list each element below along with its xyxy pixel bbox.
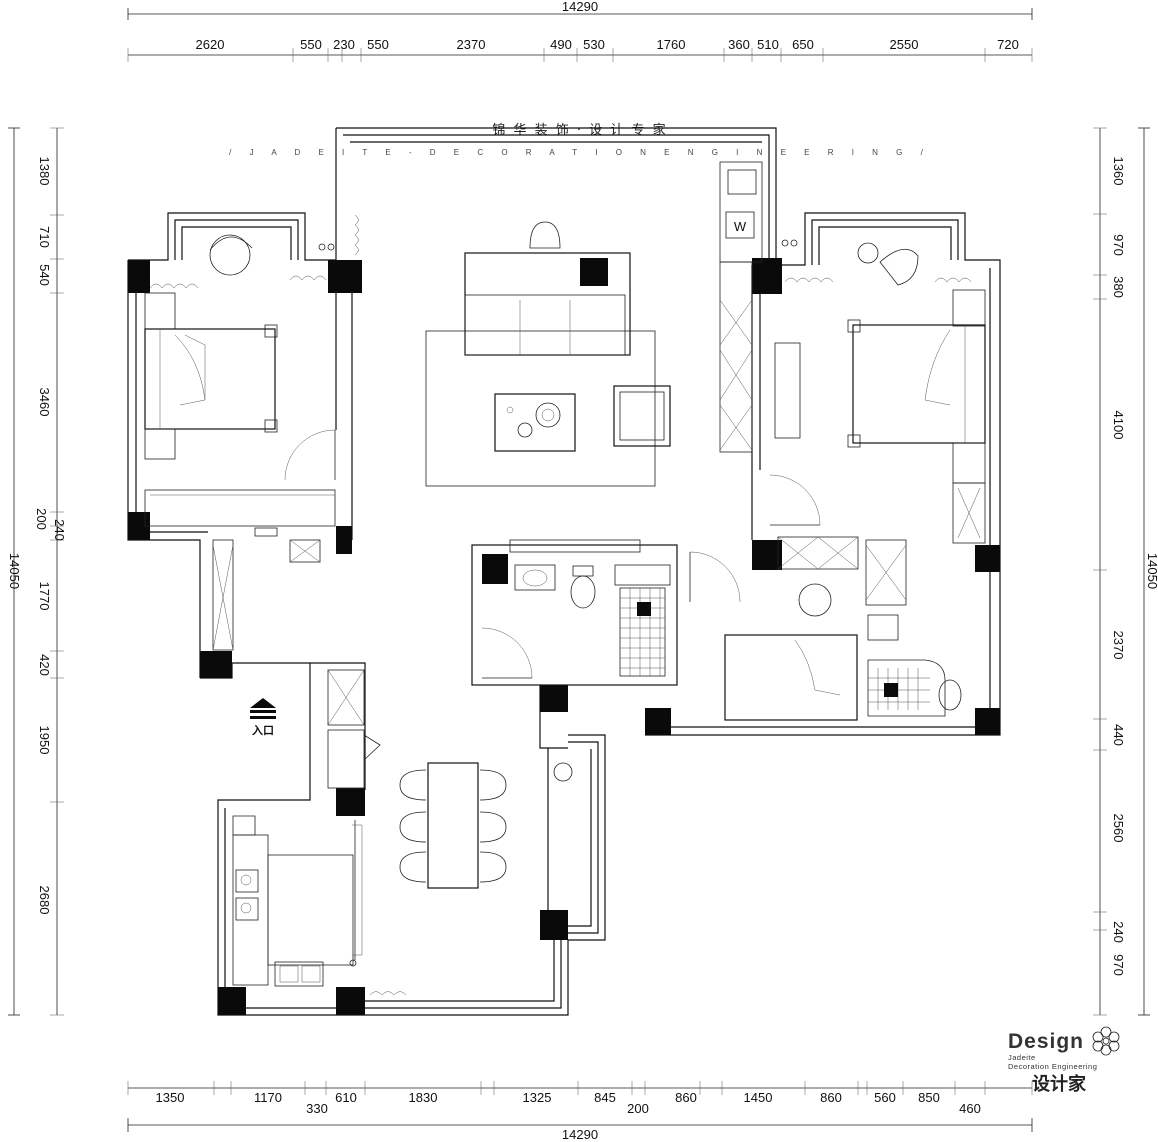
left-dim-7: 1770	[37, 582, 52, 611]
top-dim-8: 1760	[657, 37, 686, 52]
living-room: W	[318, 161, 763, 487]
entry-label: 入口	[252, 724, 274, 737]
bottom-dim-8: 200	[627, 1101, 649, 1116]
dimension-left: 14050 1380 710 540 3460 200 240 1770 420…	[7, 127, 67, 1016]
washbasin	[514, 564, 556, 591]
toilet	[570, 575, 596, 609]
entry: 入口	[250, 698, 276, 737]
right-bedroom-bed	[852, 324, 986, 444]
dining-table	[427, 762, 479, 889]
kitchen	[232, 815, 363, 987]
logo-sub-line-2: Decoration Engineering	[1008, 1062, 1097, 1071]
coffee-table	[494, 393, 576, 452]
right-dim-3: 380	[1111, 276, 1126, 298]
corridor-cabinet	[212, 539, 234, 651]
right-bedroom	[769, 239, 986, 544]
shower-tray	[867, 659, 946, 717]
lounge-chair	[613, 385, 671, 447]
living-rug	[425, 330, 656, 487]
dining-area	[327, 669, 573, 996]
logo-cn-text: 设计家	[1032, 1073, 1087, 1095]
dimension-top: 14290 2620 550 230 550 2370 490 530 1760…	[127, 0, 1033, 62]
washer-label: W	[734, 219, 747, 234]
tv-cabinet	[719, 261, 753, 453]
left-dim-5: 200	[34, 508, 49, 530]
left-dim-9: 1950	[37, 726, 52, 755]
left-dim-10: 2680	[37, 886, 52, 915]
right-dim-7: 2560	[1111, 814, 1126, 843]
top-dim-12: 2550	[890, 37, 919, 52]
small-bedroom	[689, 551, 858, 721]
bottom-dim-6: 1325	[523, 1090, 552, 1105]
right-dim-9: 970	[1111, 954, 1126, 976]
left-dim-3: 540	[37, 264, 52, 286]
bottom-dim-2: 1170	[254, 1090, 282, 1105]
left-dim-8: 420	[37, 654, 52, 676]
exterior-walls	[127, 127, 1001, 1016]
right-dim-8: 240	[1111, 921, 1126, 943]
kitchen-sink	[274, 961, 324, 987]
bottom-dim-13: 850	[918, 1090, 940, 1105]
top-total-dim: 14290	[562, 0, 598, 14]
bottom-dim-5: 1830	[409, 1090, 438, 1105]
left-bedroom-wardrobe	[144, 489, 336, 527]
bottom-dim-1: 1350	[156, 1090, 185, 1105]
armchair	[209, 234, 251, 276]
left-dim-6: 240	[52, 519, 67, 541]
bottom-dim-14: 460	[959, 1101, 981, 1116]
left-dim-2: 710	[37, 226, 52, 248]
bottom-dim-9: 860	[675, 1090, 697, 1105]
top-dim-11: 650	[792, 37, 814, 52]
top-dim-6: 490	[550, 37, 572, 52]
logo-sub-line-1: Jadeite	[1008, 1053, 1036, 1062]
bottom-dim-7: 845	[594, 1090, 616, 1105]
left-total-dim: 14050	[7, 553, 22, 589]
top-dim-9: 360	[728, 37, 750, 52]
brand-chinese-title: 锦 华 装 饰 · 设 计 专 家	[492, 122, 667, 138]
top-dim-2: 550	[300, 37, 322, 52]
right-total-dim: 14050	[1145, 553, 1158, 589]
top-dim-4: 550	[367, 37, 389, 52]
shower-area	[619, 587, 666, 677]
bottom-dim-4: 610	[335, 1090, 357, 1105]
right-dim-2: 970	[1111, 234, 1126, 256]
small-bedroom-bed	[724, 634, 858, 721]
right-dim-1: 1360	[1111, 157, 1126, 186]
left-bedroom-bed	[144, 328, 276, 430]
top-dim-5: 2370	[457, 37, 486, 52]
ensuite-basin	[867, 614, 899, 641]
right-dim-6: 440	[1111, 724, 1126, 746]
company-logo: Design Jadeite Decoration Engineering 设计…	[1008, 1026, 1120, 1095]
right-dim-4: 4100	[1111, 411, 1126, 440]
top-dim-13: 720	[997, 37, 1019, 52]
ensuite-bathroom	[777, 536, 962, 717]
top-dim-3: 230	[333, 37, 355, 52]
bottom-total-dim: 14290	[562, 1127, 598, 1142]
right-dim-5: 2370	[1111, 631, 1126, 660]
bottom-dim-10: 1450	[744, 1090, 773, 1105]
entry-arrow-icon	[250, 698, 276, 708]
flower-logo-icon	[1092, 1026, 1120, 1056]
dimension-right: 14050 1360 970 380 4100 2370 440 2560 24…	[1093, 127, 1158, 1016]
bottom-dim-3: 330	[306, 1101, 328, 1116]
left-bedroom	[144, 234, 336, 651]
logo-design-text: Design	[1008, 1030, 1084, 1053]
structural-columns	[128, 258, 1000, 1015]
bottom-dim-11: 860	[820, 1090, 842, 1105]
top-dim-10: 510	[757, 37, 779, 52]
left-dim-1: 1380	[37, 157, 52, 186]
brand-english-subtitle: / J A D E I T E - D E C O R A T I O N E …	[229, 148, 931, 157]
dimension-bottom: 1350 1170 330 610 1830 1325 845 200 860 …	[127, 1081, 1033, 1142]
gas-hob	[235, 869, 259, 893]
top-dim-7: 530	[583, 37, 605, 52]
bottom-dim-12: 560	[874, 1090, 896, 1105]
main-bathroom	[471, 539, 678, 686]
top-dim-1: 2620	[196, 37, 225, 52]
left-dim-4: 3460	[37, 388, 52, 417]
